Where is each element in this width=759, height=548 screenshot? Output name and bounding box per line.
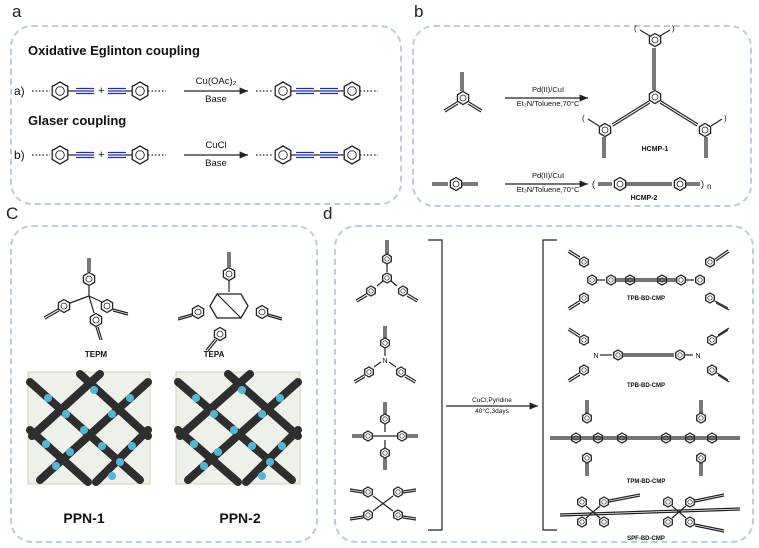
- cond-d-top: CuCl,Pyridine: [472, 397, 512, 404]
- cond-b2-bottom: Et₃N/Toluene,70°C: [517, 185, 580, 194]
- cond-a-bottom: Base: [205, 94, 227, 105]
- panel-d-label: d: [323, 204, 333, 223]
- monomer-tpb: [355, 240, 419, 303]
- hcmp-2-n: n: [707, 182, 711, 191]
- hcmp-1-label: HCMP-1: [642, 146, 669, 153]
- svg-text:(: (: [634, 24, 637, 33]
- product-tpm-bd-cmp: [550, 400, 740, 476]
- cond-b-top: CuCl: [205, 140, 226, 151]
- svg-text:(: (: [592, 179, 595, 189]
- tepa-molecule: [177, 252, 283, 352]
- cond-d-bottom: 40°C,3days: [475, 407, 509, 415]
- cond-b-bottom: Base: [205, 158, 227, 169]
- panel-a-label: a: [12, 2, 22, 21]
- product-2-label: TPB-BD-CMP: [627, 383, 665, 389]
- panel-b-label: b: [414, 2, 424, 21]
- n-atom-monomer: N: [382, 358, 387, 365]
- ppn-1-label: PPN-1: [63, 510, 104, 526]
- panel-d-frame: [334, 225, 754, 543]
- tepm-label: TEPM: [85, 350, 108, 359]
- n-atom-right: N: [695, 353, 700, 360]
- product-3-label: TPM-BD-CMP: [627, 479, 666, 485]
- ppn-2-network: [174, 370, 302, 486]
- tepa-label: TEPA: [204, 350, 225, 359]
- monomer-spf: [349, 486, 417, 521]
- monomer-diethynylbenzene: [432, 176, 478, 192]
- row-b-label: b): [14, 148, 25, 162]
- svg-text:(: (: [582, 114, 585, 123]
- product-4-label: SPF-BD-CMP: [627, 536, 665, 542]
- product-tpa-bd-cmp: [567, 327, 730, 383]
- product-tpb-bd-cmp-1: [567, 249, 730, 311]
- cond-b2-top: Pd(II)/CuI: [532, 171, 564, 180]
- reaction-b: b) + CuCl Base: [14, 140, 378, 169]
- plus-a: +: [98, 85, 104, 97]
- hcmp-2-structure: ( ): [592, 176, 704, 192]
- product-spf-bd-cmp: [559, 493, 741, 533]
- monomer-triethynylbenzene: [443, 72, 483, 113]
- panel-c-frame: [10, 225, 318, 543]
- svg-text:): ): [724, 114, 727, 123]
- svg-text:): ): [701, 179, 704, 189]
- ppn-2-label: PPN-2: [219, 510, 260, 526]
- cond-b1-top: Pd(II)/CuI: [532, 85, 564, 94]
- row-a-label: a): [14, 84, 25, 98]
- product-bracket: [542, 239, 557, 531]
- product-1-label: TPB-BD-CMP: [627, 296, 665, 302]
- hcmp-1-structure: () ( ): [582, 24, 727, 158]
- tepm-molecule: [43, 258, 129, 341]
- monomer-tpm: [352, 402, 418, 470]
- ppn-1-network: [26, 370, 152, 486]
- eglinton-title: Oxidative Eglinton coupling: [28, 43, 200, 58]
- monomer-bracket: [428, 239, 443, 531]
- reaction-a: a) + Cu(OAc)₂ Base: [14, 76, 378, 105]
- panel-c-label: C: [6, 204, 19, 223]
- svg-text:): ): [672, 24, 675, 33]
- monomer-tpa: [353, 326, 417, 384]
- glaser-title: Glaser coupling: [28, 113, 126, 128]
- cond-a-top: Cu(OAc)₂: [196, 76, 237, 87]
- plus-b: +: [98, 149, 104, 161]
- panel-a-frame: [10, 25, 402, 205]
- panel-b-frame: [412, 25, 752, 207]
- cond-b1-bottom: Et₃N/Toluene,70°C: [517, 99, 580, 108]
- n-atom-left: N: [593, 353, 598, 360]
- hcmp-2-label: HCMP-2: [631, 195, 658, 202]
